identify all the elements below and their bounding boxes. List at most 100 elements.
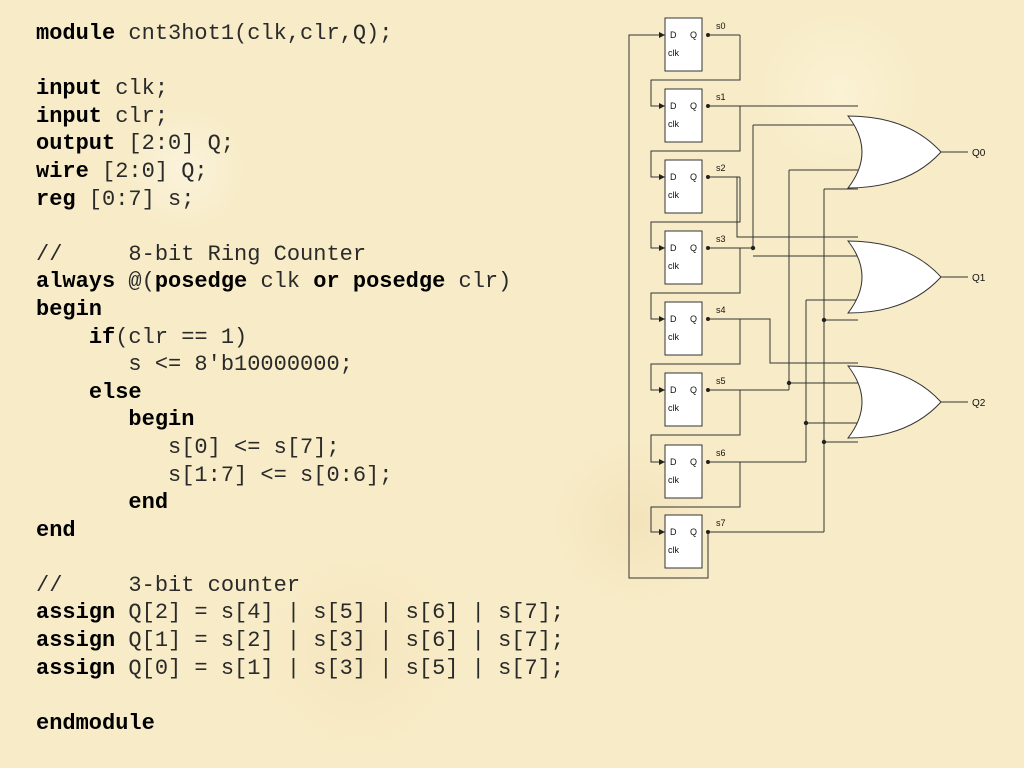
wire <box>650 390 741 463</box>
input-arrow <box>659 103 665 109</box>
code-text: [2:0] Q; <box>88 158 208 184</box>
wire <box>628 34 709 579</box>
code-line: s <= 8'b10000000; <box>36 351 564 379</box>
code-text: [0:7] s; <box>75 186 195 212</box>
code-keyword: or <box>313 269 340 295</box>
code-text: s[1:7] <= s[0:6]; <box>36 462 393 488</box>
code-line: assign Q[0] = s[1] | s[3] | s[5] | s[7]; <box>36 655 564 683</box>
verilog-code: module cnt3hot1(clk,clr,Q);input clk;inp… <box>36 20 564 737</box>
flipflop-box <box>664 514 703 569</box>
code-line: // 8-bit Ring Counter <box>36 241 564 269</box>
code-line: end <box>36 489 564 517</box>
flipflop-d-label: D <box>670 314 677 324</box>
gate-output-label: Q2 <box>972 398 986 409</box>
code-line: else <box>36 379 564 407</box>
code-text: clk <box>247 269 314 295</box>
flipflop-q-label: Q <box>690 314 697 324</box>
flipflop-q-label: Q <box>690 385 697 395</box>
code-keyword: if <box>88 324 116 350</box>
wire <box>736 176 858 238</box>
code-keyword: assign <box>36 655 116 681</box>
flipflop-clk-label: clk <box>668 332 679 342</box>
code-text: clr) <box>445 269 512 295</box>
code-keyword: begin <box>36 296 103 322</box>
flipflop-d-label: D <box>670 101 677 111</box>
flipflop-clk-label: clk <box>668 119 679 129</box>
flipflop-clk-label: clk <box>668 403 679 413</box>
flipflop-box <box>664 230 703 285</box>
flipflop-output-label: s1 <box>716 92 726 102</box>
code-text: @( <box>115 269 155 295</box>
code-keyword: end <box>36 517 76 543</box>
flipflop-output-label: s2 <box>716 163 726 173</box>
flipflop-box <box>664 88 703 143</box>
flipflop-q-label: Q <box>690 172 697 182</box>
code-text: Q[1] = s[2] | s[3] | s[6] | s[7]; <box>115 628 565 654</box>
code-line: begin <box>36 406 564 434</box>
code-keyword: always <box>36 269 116 295</box>
code-text: // 3-bit counter <box>36 572 301 598</box>
junction-dot <box>706 317 710 321</box>
code-text: s <= 8'b10000000; <box>36 352 353 378</box>
code-text: // 8-bit Ring Counter <box>36 241 367 267</box>
code-text: [2:0] Q; <box>115 131 235 157</box>
wires <box>628 34 968 579</box>
flipflop-d-label: D <box>670 457 677 467</box>
code-text: s[0] <= s[7]; <box>36 434 340 460</box>
flipflop-box <box>664 301 703 356</box>
code-keyword: output <box>36 131 116 157</box>
junction-dot <box>706 530 710 534</box>
flipflop-q-label: Q <box>690 30 697 40</box>
junction-dot <box>706 388 710 392</box>
code-line: reg [0:7] s; <box>36 186 564 214</box>
wire <box>650 177 741 249</box>
code-text: Q[0] = s[1] | s[3] | s[5] | s[7]; <box>115 655 565 681</box>
code-keyword: input <box>36 103 103 129</box>
code-line: s[0] <= s[7]; <box>36 434 564 462</box>
or-gate <box>846 365 942 439</box>
code-text: Q[2] = s[4] | s[5] | s[6] | s[7]; <box>115 600 565 626</box>
flipflop-clk-label: clk <box>668 261 679 271</box>
code-keyword: posedge <box>352 269 446 295</box>
code-line: input clk; <box>36 75 564 103</box>
code-text: clk; <box>102 76 169 102</box>
junction-dot <box>786 380 792 386</box>
code-line: wire [2:0] Q; <box>36 158 564 186</box>
wire <box>650 319 741 391</box>
code-line: assign Q[2] = s[4] | s[5] | s[6] | s[7]; <box>36 599 564 627</box>
input-arrow <box>659 529 665 535</box>
code-keyword: posedge <box>154 269 248 295</box>
flipflop-q-label: Q <box>690 101 697 111</box>
flipflop-d-label: D <box>670 172 677 182</box>
junction-dot <box>803 420 809 426</box>
flipflop-clk-label: clk <box>668 475 679 485</box>
flipflop-output-label: s5 <box>716 376 726 386</box>
flipflop-q-label: Q <box>690 243 697 253</box>
flipflop-box <box>664 17 703 72</box>
code-keyword: input <box>36 76 103 102</box>
junction-dot <box>706 33 710 37</box>
code-line: input clr; <box>36 103 564 131</box>
input-arrow <box>659 32 665 38</box>
code-keyword: else <box>88 379 142 405</box>
or-gate <box>846 115 942 189</box>
code-keyword: begin <box>128 407 195 433</box>
flipflop-output-label: s0 <box>716 21 726 31</box>
code-line: endmodule <box>36 710 564 738</box>
junction-dot <box>706 246 710 250</box>
code-keyword: wire <box>36 158 89 184</box>
junction-dot <box>706 104 710 108</box>
flipflop-d-label: D <box>670 527 677 537</box>
gate-output-label: Q1 <box>972 273 986 284</box>
junction-dot <box>706 175 710 179</box>
code-line: output [2:0] Q; <box>36 130 564 158</box>
junction-dot <box>706 460 710 464</box>
